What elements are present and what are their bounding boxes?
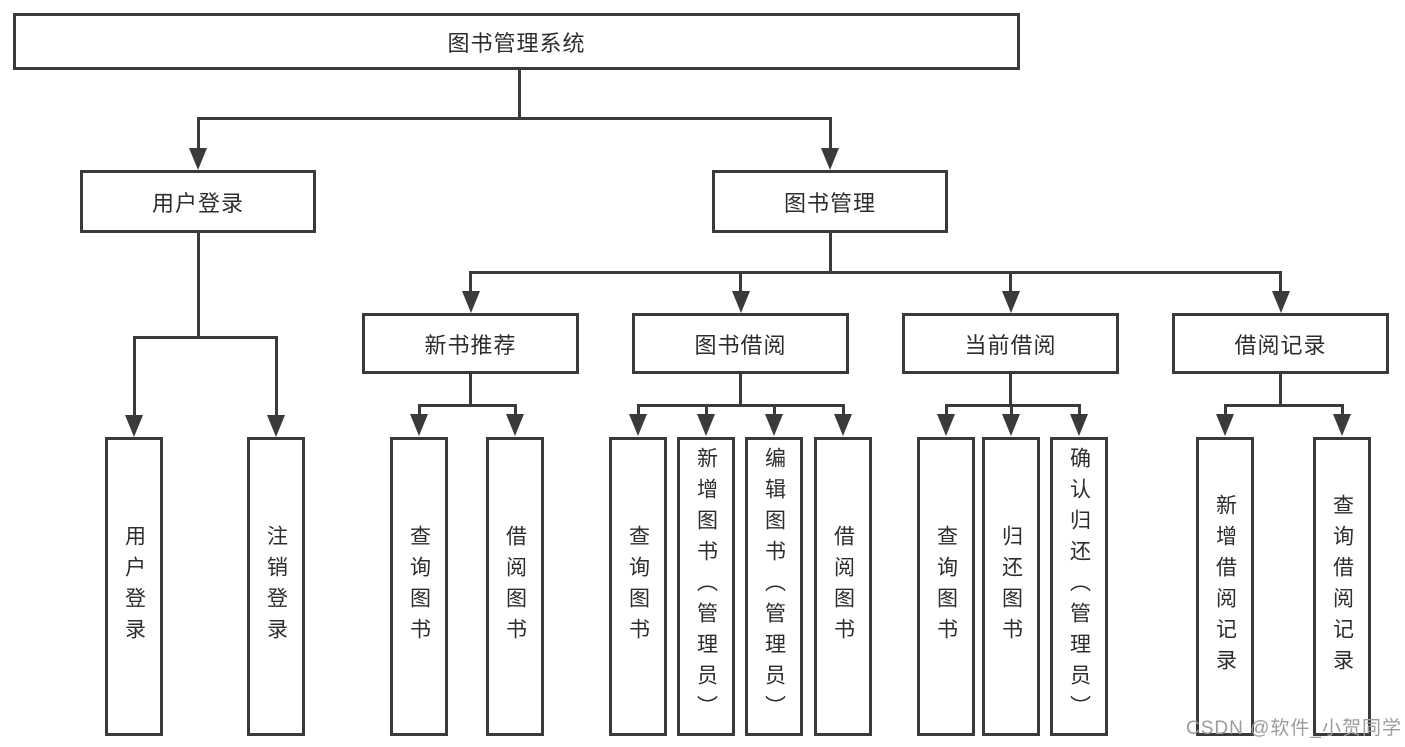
arrow-down-borrow-edit <box>765 414 783 436</box>
leaf-borrow-edit-book-admin: 编辑图书（管理员） <box>745 437 803 736</box>
leaf-current-return-books: 归还图书 <box>982 437 1040 736</box>
arrow-down-recommend-borrow <box>506 414 524 436</box>
arrow-down-borrow-query <box>629 414 647 436</box>
node-book-borrow: 图书借阅 <box>632 313 849 374</box>
node-library-management-system: 图书管理系统 <box>13 13 1020 70</box>
connector-root-trunk <box>517 70 521 118</box>
arrow-down-borrow <box>731 291 750 313</box>
connector-recommend-c1-shaft <box>417 404 421 416</box>
arrow-down-current <box>1001 291 1020 313</box>
leaf-user-login: 用户登录 <box>105 437 163 736</box>
connector-level3-split <box>469 271 1282 274</box>
leaf-current-confirm-return-admin: 确认归还（管理员） <box>1050 437 1108 736</box>
arrow-down-login <box>125 415 143 437</box>
connector-current-shaft <box>1009 271 1012 293</box>
connector-borrow-c3-shaft <box>772 404 776 416</box>
connector-borrow-shaft <box>739 271 742 293</box>
connector-borrow-trunk <box>739 374 742 407</box>
connector-logout-shaft <box>274 336 278 417</box>
arrow-down-current-return <box>1002 414 1020 436</box>
connector-current-split <box>944 404 1081 407</box>
leaf-current-query-books: 查询图书 <box>917 437 975 736</box>
connector-records-shaft <box>1279 271 1282 293</box>
leaf-records-add-borrow-record: 新增借阅记录 <box>1196 437 1254 736</box>
connector-current-c2-shaft <box>1009 404 1013 416</box>
arrow-down-current-confirm <box>1070 414 1088 436</box>
node-new-book-recommend: 新书推荐 <box>362 313 579 374</box>
connector-borrow-split <box>636 404 845 407</box>
node-user-login: 用户登录 <box>80 170 316 233</box>
connector-book-mgmt-trunk <box>828 233 832 274</box>
arrow-down-records-query <box>1333 414 1351 436</box>
connector-records-trunk <box>1279 374 1282 407</box>
arrow-down-records-add <box>1216 414 1234 436</box>
connector-recommend-split <box>417 404 517 407</box>
connector-user-login-shaft <box>196 117 200 150</box>
arrow-down-logout <box>267 415 285 437</box>
arrow-down-recommend <box>461 291 480 313</box>
connector-borrow-c1-shaft <box>636 404 640 416</box>
connector-recommend-trunk <box>469 374 472 407</box>
leaf-borrow-add-book-admin: 新增图书（管理员） <box>677 437 735 736</box>
connector-records-c1-shaft <box>1223 404 1227 416</box>
arrow-down-book-mgmt <box>821 148 839 170</box>
connector-login-shaft <box>132 336 136 417</box>
connector-current-c1-shaft <box>944 404 948 416</box>
node-book-management: 图书管理 <box>712 170 948 233</box>
node-borrow-records: 借阅记录 <box>1172 313 1389 374</box>
arrow-down-current-query <box>937 414 955 436</box>
connector-user-login-split <box>132 336 278 339</box>
arrow-down-records <box>1271 291 1290 313</box>
arrow-down-borrow-add <box>697 414 715 436</box>
connector-current-trunk <box>1009 374 1012 407</box>
connector-borrow-c4-shaft <box>841 404 845 416</box>
arrow-down-borrow-borrow <box>834 414 852 436</box>
leaf-borrow-borrow-books: 借阅图书 <box>814 437 872 736</box>
connector-root-split <box>196 117 832 120</box>
connector-current-c3-shaft <box>1077 404 1081 416</box>
leaf-recommend-query-books: 查询图书 <box>390 437 448 736</box>
leaf-borrow-query-books: 查询图书 <box>609 437 667 736</box>
csdn-watermark: CSDN @软件_小贺同学 <box>1186 718 1402 739</box>
connector-records-c2-shaft <box>1340 404 1344 416</box>
connector-records-split <box>1223 404 1344 407</box>
leaf-records-query-borrow-record: 查询借阅记录 <box>1313 437 1371 736</box>
connector-book-mgmt-shaft <box>828 117 832 150</box>
leaf-recommend-borrow-books: 借阅图书 <box>486 437 544 736</box>
arrow-down-recommend-query <box>410 414 428 436</box>
connector-recommend-shaft <box>469 271 472 293</box>
connector-user-login-trunk <box>196 233 200 339</box>
connector-recommend-c2-shaft <box>513 404 517 416</box>
arrow-down-user-login <box>189 148 207 170</box>
connector-borrow-c2-shaft <box>704 404 708 416</box>
leaf-logout: 注销登录 <box>247 437 305 736</box>
node-current-borrow: 当前借阅 <box>902 313 1119 374</box>
